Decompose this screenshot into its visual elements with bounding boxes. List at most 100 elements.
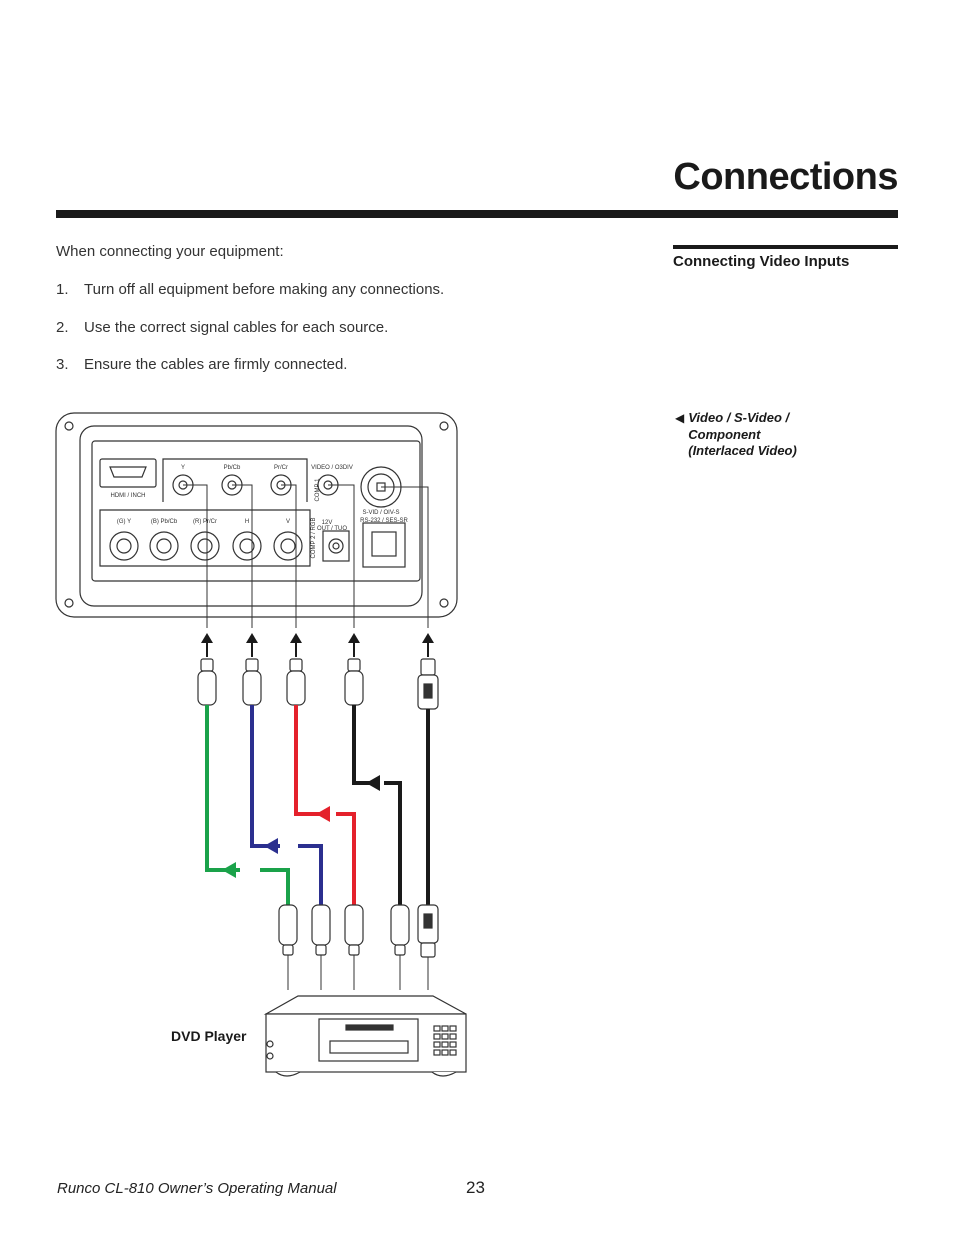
dvd-button [266, 1040, 274, 1048]
step-text: Ensure the cables are firmly connected. [84, 356, 348, 373]
rs232-port [371, 531, 397, 557]
red-cable [336, 812, 356, 905]
step-number: 1. [56, 281, 69, 298]
rgb-h-jack [232, 531, 262, 561]
rca-plug [200, 658, 214, 672]
panel-outer [55, 412, 458, 618]
step-number: 3. [56, 356, 69, 373]
rgb-b-jack [149, 531, 179, 561]
rca-plug [311, 904, 331, 946]
trigger-label: 12V [322, 520, 333, 526]
rca-plug [278, 904, 298, 946]
pointer-left-icon: ◀ [675, 411, 685, 425]
intro-text: When connecting your equipment: [56, 243, 284, 260]
arrow-up-icon [290, 633, 302, 643]
trigger-frame [322, 530, 350, 562]
dvd-foot [275, 1071, 301, 1077]
black-cable [384, 781, 402, 905]
rca-plug [289, 658, 303, 672]
comp1-pr-label: Pr/Cr [274, 465, 288, 471]
trigger-label: OUT / TUO [317, 526, 347, 532]
leader-lines [183, 484, 429, 628]
section-divider [673, 245, 898, 249]
panel-plate [91, 440, 421, 582]
cables [205, 705, 430, 905]
trigger-jack [328, 538, 344, 554]
callout-line: (Interlaced Video) [688, 443, 797, 458]
arrow-left-icon [366, 775, 380, 791]
projector-panel [55, 412, 458, 618]
panel-labels: HDMI / INCH Y Pb/Cb Pr/Cr VIDEO / O3DIV … [111, 465, 409, 558]
video-label: VIDEO / O3DIV [311, 465, 353, 471]
step-item: 3. Ensure the cables are firmly connected… [56, 356, 347, 373]
dvd-player-label: DVD Player [171, 1028, 247, 1044]
figure-callout: ◀Video / S-Video /Component(Interlaced V… [675, 410, 875, 460]
arrow-up-icon [201, 633, 213, 643]
callout-line: Video / S-Video / [688, 410, 790, 425]
rs232-label: RS-232 / SES-SR [360, 518, 408, 524]
top-plugs [197, 658, 439, 710]
comp1-pb-label: Pb/Cb [224, 465, 241, 471]
comp1-frame [162, 458, 308, 502]
page-title: Connections [673, 156, 898, 198]
bottom-leads [287, 955, 429, 990]
title-divider [56, 210, 898, 218]
green-cable [260, 868, 290, 905]
green-cable [205, 705, 240, 872]
rgb-v-label: V [286, 519, 290, 525]
step-number: 2. [56, 319, 69, 336]
dvd-button [266, 1052, 274, 1060]
step-item: 1. Turn off all equipment before making a… [56, 281, 444, 298]
bottom-plugs [278, 904, 439, 958]
arrow-left-icon [316, 806, 330, 822]
footer-manual-title: Runco CL-810 Owner’s Operating Manual [57, 1180, 337, 1197]
arrow-left-icon [264, 838, 278, 854]
rs232-frame [362, 522, 406, 568]
dvd-top [263, 995, 467, 1015]
arrow-left-icon [222, 862, 236, 878]
screw-icon [64, 598, 74, 608]
rca-plug [390, 904, 410, 946]
up-arrows [201, 633, 434, 657]
screw-icon [439, 421, 449, 431]
rgb-v-jack [273, 531, 303, 561]
step-text: Turn off all equipment before making any… [84, 281, 445, 298]
callout-line: Component [688, 426, 761, 442]
rgb-r-jack [190, 531, 220, 561]
screw-icon [439, 598, 449, 608]
step-text: Use the correct signal cables for each s… [84, 319, 389, 336]
arrow-up-icon [246, 633, 258, 643]
section-heading: Connecting Video Inputs [673, 253, 850, 270]
comp2-label: COMP 2 / RGB [311, 518, 317, 559]
red-cable [294, 705, 330, 816]
rgb-g-jack [109, 531, 139, 561]
blue-cable [298, 844, 323, 905]
hdmi-frame [99, 458, 157, 488]
rca-plug [245, 658, 259, 672]
rgb-r-label: (R) Pr/Cr [193, 519, 217, 525]
black-cable [352, 705, 372, 785]
dvd-foot [431, 1071, 457, 1077]
dvd-player [263, 995, 467, 1077]
hdmi-port [109, 466, 147, 478]
rgb-g-label: (G) Y [117, 519, 131, 525]
cable-arrows [222, 775, 380, 878]
page-number: 23 [466, 1178, 485, 1197]
screw-icon [64, 421, 74, 431]
blue-cable [250, 705, 280, 848]
comp1-y-label: Y [181, 465, 185, 471]
rca-plug [344, 904, 364, 946]
comp1-label: COMP 1 [315, 478, 321, 502]
arrow-up-icon [348, 633, 360, 643]
rca-plug [347, 658, 361, 672]
hdmi-label: HDMI / INCH [111, 493, 146, 499]
arrow-up-icon [422, 633, 434, 643]
rgb-h-label: H [245, 519, 249, 525]
dvd-keypad [433, 1025, 457, 1056]
svideo-label: S-VID / OIV-S [362, 510, 399, 516]
step-item: 2. Use the correct signal cables for each… [56, 319, 388, 336]
rgb-b-label: (B) Pb/Cb [151, 519, 178, 525]
panel-inner [79, 425, 423, 607]
comp2-frame [99, 509, 311, 567]
